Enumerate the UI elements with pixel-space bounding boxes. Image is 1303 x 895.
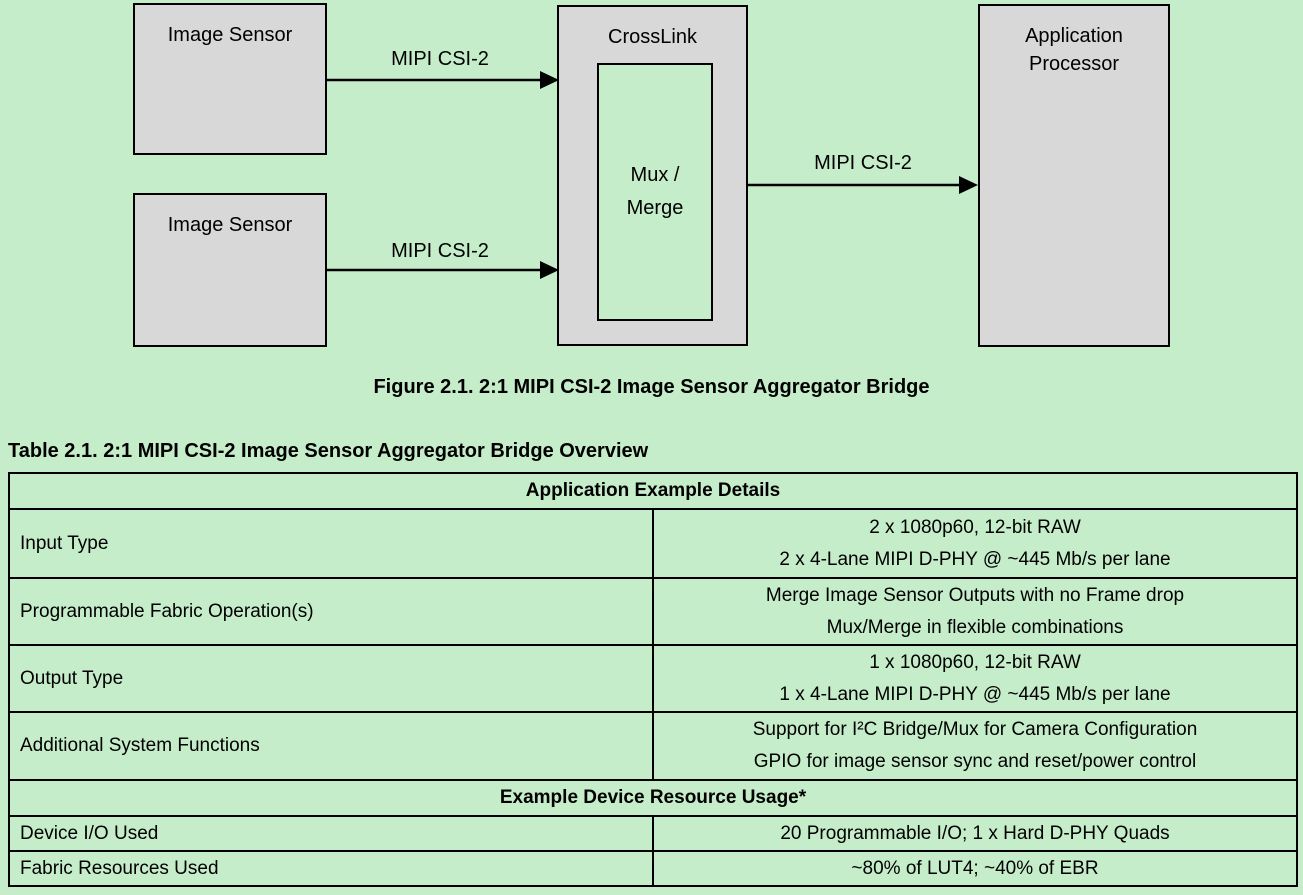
row-label-fabric-resources: Fabric Resources Used [8, 850, 654, 887]
image-sensor-2-box: Image Sensor [133, 193, 327, 347]
table-title: Table 2.1. 2:1 MIPI CSI-2 Image Sensor A… [8, 440, 649, 462]
overview-table: Application Example Details Input Type 2… [8, 472, 1298, 887]
figure-caption: Figure 2.1. 2:1 MIPI CSI-2 Image Sensor … [373, 376, 930, 398]
table-row: Fabric Resources Used ~80% of LUT4; ~40%… [8, 850, 1298, 887]
row-value-additional-functions: Support for I²C Bridge/Mux for Camera Co… [652, 711, 1298, 781]
mux-merge-label-line2: Merge [626, 197, 684, 219]
crosslink-label: CrossLink [608, 26, 697, 48]
arrow-crosslink-to-processor [748, 176, 978, 194]
section-header-resource-usage: Example Device Resource Usage* [8, 779, 1298, 817]
arrow-sensor1-to-crosslink [327, 71, 559, 89]
image-sensor-2-label: Image Sensor [167, 214, 293, 236]
application-processor-label: Application Processor [1025, 25, 1123, 75]
mipi-csi2-label-1: MIPI CSI-2 [391, 48, 489, 70]
row-value-programmable-fabric: Merge Image Sensor Outputs with no Frame… [652, 577, 1298, 646]
mipi-csi2-label-3: MIPI CSI-2 [814, 152, 912, 174]
row-label-input-type: Input Type [8, 508, 654, 579]
mux-merge-label-line1: Mux / [630, 164, 680, 186]
table-section-header-row: Example Device Resource Usage* [8, 779, 1298, 817]
row-label-programmable-fabric: Programmable Fabric Operation(s) [8, 577, 654, 646]
image-sensor-1-box: Image Sensor [133, 3, 327, 155]
mux-merge-box: Mux / Merge [597, 63, 713, 321]
connector-arrows [327, 71, 978, 279]
row-label-output-type: Output Type [8, 644, 654, 713]
section-header-application-details: Application Example Details [8, 472, 1298, 510]
mipi-csi2-label-2: MIPI CSI-2 [391, 240, 489, 262]
table-row: Device I/O Used 20 Programmable I/O; 1 x… [8, 815, 1298, 852]
table-row: Input Type 2 x 1080p60, 12-bit RAW 2 x 4… [8, 508, 1298, 579]
row-value-fabric-resources: ~80% of LUT4; ~40% of EBR [652, 850, 1298, 887]
table-row: Additional System Functions Support for … [8, 711, 1298, 781]
row-label-additional-functions: Additional System Functions [8, 711, 654, 781]
row-value-input-type: 2 x 1080p60, 12-bit RAW 2 x 4-Lane MIPI … [652, 508, 1298, 579]
image-sensor-1-label: Image Sensor [167, 24, 293, 46]
arrow-sensor2-to-crosslink [327, 261, 559, 279]
table-section-header-row: Application Example Details [8, 472, 1298, 510]
crosslink-box: CrossLink Mux / Merge [557, 5, 748, 346]
figure-diagram: Image Sensor Image Sensor CrossLink Mux … [0, 0, 1303, 370]
table-row: Output Type 1 x 1080p60, 12-bit RAW 1 x … [8, 644, 1298, 713]
application-processor-box: Application Processor [978, 4, 1170, 347]
row-value-output-type: 1 x 1080p60, 12-bit RAW 1 x 4-Lane MIPI … [652, 644, 1298, 713]
row-label-device-io: Device I/O Used [8, 815, 654, 852]
table-row: Programmable Fabric Operation(s) Merge I… [8, 577, 1298, 646]
row-value-device-io: 20 Programmable I/O; 1 x Hard D-PHY Quad… [652, 815, 1298, 852]
